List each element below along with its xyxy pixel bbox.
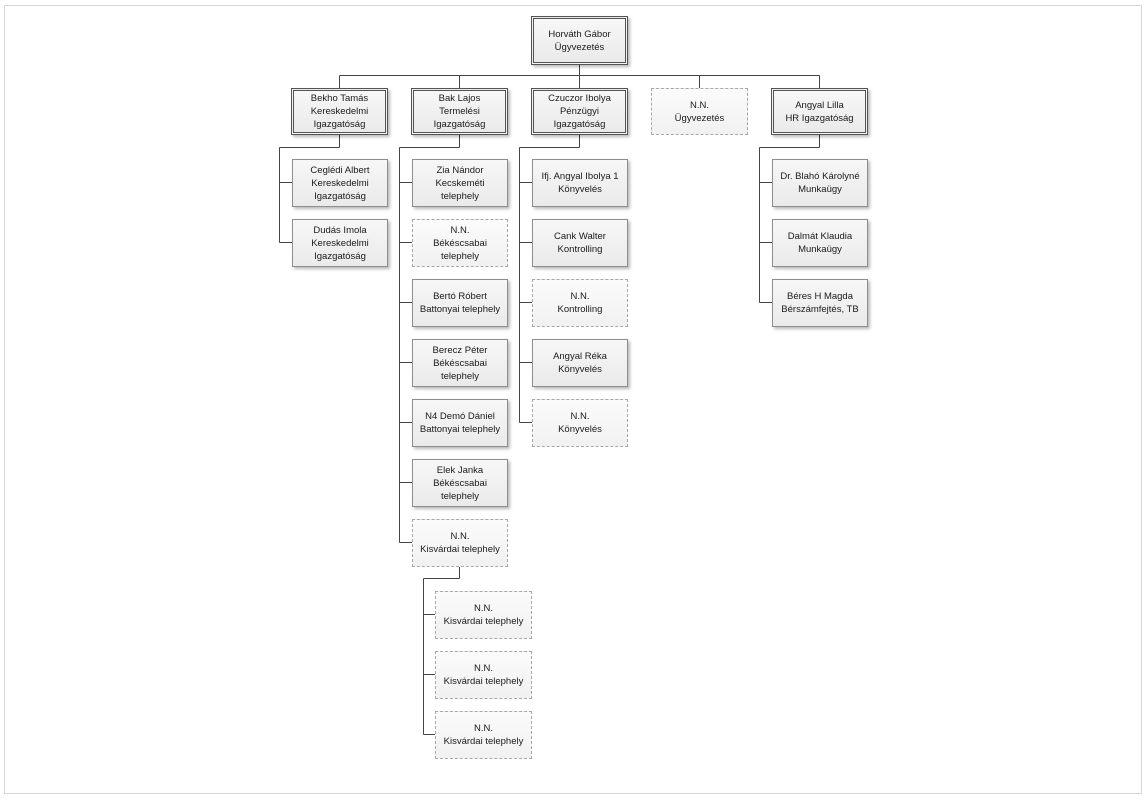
node-unit: Kisvárdai telephely	[443, 676, 524, 687]
node-unit: Kisvárdai telephely	[443, 616, 524, 627]
node-name: N.N.	[570, 411, 590, 422]
node-unit: Igazgatóság	[553, 119, 606, 130]
org-node-root[interactable]: Horváth Gábor Ügyvezetés	[531, 16, 628, 65]
org-node-vacant[interactable]: N.N. Kisvárdai telephely	[435, 591, 532, 639]
node-name: Béres H Magda	[786, 291, 853, 302]
node-name: Horváth Gábor	[548, 28, 611, 40]
node-name: Elek Janka	[436, 464, 484, 476]
node-unit: Békéscsabai	[433, 357, 487, 369]
diagram-frame	[4, 5, 1142, 794]
node-name: Angyal Réka	[553, 351, 607, 362]
org-node-vacant[interactable]: N.N. Kisvárdai telephely	[435, 651, 532, 699]
node-name: N.N.	[474, 603, 493, 614]
org-node[interactable]: Zia Nándor Kecskeméti telephely	[412, 159, 508, 207]
node-name: N.N.	[690, 99, 709, 111]
org-node-vacant[interactable]: N.N. Kisvárdai telephely	[412, 519, 508, 567]
node-unit: Igazgatóság	[433, 119, 486, 130]
org-node-head-5[interactable]: Angyal Lilla HR Igazgatóság	[771, 88, 868, 135]
node-name: Dudás Imola	[313, 224, 367, 236]
org-node[interactable]: Dudás Imola Kereskedelmi Igazgatóság	[292, 219, 388, 267]
node-unit: Battonyai telephely	[419, 424, 501, 435]
node-name: Bertó Róbert	[433, 291, 487, 302]
org-node[interactable]: Ceglédi Albert Kereskedelmi Igazgatóság	[292, 159, 388, 207]
node-unit: Bérszámfejtés, TB	[781, 304, 859, 315]
org-node-head-4[interactable]: N.N. Ügyvezetés	[651, 88, 748, 135]
org-node[interactable]: Ifj. Angyal Ibolya 1 Könyvelés	[532, 159, 628, 207]
node-name: Czuczor Ibolya	[548, 93, 611, 104]
node-unit: Pénzügyi	[559, 106, 600, 117]
node-unit: Könyvelés	[558, 364, 602, 375]
node-name: Zia Nándor	[436, 164, 484, 176]
org-node-head-1[interactable]: Bekho Tamás Kereskedelmi Igazgatóság	[291, 88, 388, 135]
node-unit: Kisvárdai telephely	[420, 544, 500, 555]
node-unit: Kereskedelmi	[311, 177, 369, 189]
org-node[interactable]: Dr. Blahó Károlyné Munkaügy	[772, 159, 868, 207]
node-unit: Könyvelés	[558, 184, 602, 195]
node-unit: Ügyvezetés	[554, 41, 605, 53]
node-name: Cank Walter	[554, 231, 606, 242]
node-unit: Munkaügy	[798, 244, 842, 255]
org-node[interactable]: Dalmát Klaudia Munkaügy	[772, 219, 868, 267]
node-name: N.N.	[570, 291, 590, 302]
node-unit: Igazgatóság	[314, 250, 366, 262]
node-unit: Kisvárdai telephely	[443, 736, 524, 747]
node-name: Bekho Tamás	[310, 93, 369, 104]
node-name: N4 Demó Dániel	[425, 411, 495, 422]
node-name: Dalmát Klaudia	[787, 231, 853, 242]
org-node[interactable]: Angyal Réka Könyvelés	[532, 339, 628, 387]
org-node-vacant[interactable]: N.N. Kisvárdai telephely	[435, 711, 532, 759]
node-unit: Kontrolling	[557, 304, 603, 315]
node-name: Berecz Péter	[432, 344, 488, 356]
node-name: N.N.	[474, 723, 493, 734]
node-unit: Kereskedelmi	[311, 237, 369, 249]
org-node[interactable]: N4 Demó Dániel Battonyai telephely	[412, 399, 508, 447]
node-unit: Békéscsabai	[433, 237, 487, 249]
org-node[interactable]: Elek Janka Békéscsabai telephely	[412, 459, 508, 507]
node-unit: Munkaügy	[798, 184, 842, 195]
org-node[interactable]: Cank Walter Kontrolling	[532, 219, 628, 267]
node-name: Ifj. Angyal Ibolya 1	[541, 171, 619, 182]
node-unit: HR Igazgatóság	[785, 112, 854, 124]
node-unit: Battonyai telephely	[419, 304, 501, 315]
node-unit: Kontrolling	[557, 244, 603, 255]
node-unit: Termelési	[439, 106, 480, 117]
org-node-vacant[interactable]: N.N. Kontrolling	[532, 279, 628, 327]
node-name: Angyal Lilla	[795, 99, 844, 111]
node-unit: Igazgatóság	[313, 119, 366, 130]
node-name: Ceglédi Albert	[310, 164, 370, 176]
node-unit: telephely	[440, 250, 480, 262]
org-node-head-2[interactable]: Bak Lajos Termelési Igazgatóság	[411, 88, 508, 135]
node-unit: Könyvelés	[558, 424, 602, 435]
node-unit: Kereskedelmi	[310, 106, 369, 117]
org-node-head-3[interactable]: Czuczor Ibolya Pénzügyi Igazgatóság	[531, 88, 628, 135]
org-node[interactable]: Béres H Magda Bérszámfejtés, TB	[772, 279, 868, 327]
node-name: N.N.	[474, 663, 493, 674]
node-name: N.N.	[450, 531, 470, 542]
org-node[interactable]: Berecz Péter Békéscsabai telephely	[412, 339, 508, 387]
node-name: N.N.	[450, 224, 470, 236]
node-unit: telephely	[440, 190, 480, 202]
node-unit: Ügyvezetés	[674, 112, 725, 124]
node-unit: Békéscsabai	[433, 477, 487, 489]
node-unit: Igazgatóság	[314, 190, 366, 202]
org-node[interactable]: Bertó Róbert Battonyai telephely	[412, 279, 508, 327]
org-node-vacant[interactable]: N.N. Könyvelés	[532, 399, 628, 447]
node-name: Bak Lajos	[438, 93, 481, 104]
node-unit: Kecskeméti	[435, 177, 485, 189]
node-unit: telephely	[440, 370, 480, 382]
node-name: Dr. Blahó Károlyné	[780, 171, 860, 182]
org-node-vacant[interactable]: N.N. Békéscsabai telephely	[412, 219, 508, 267]
node-unit: telephely	[440, 490, 480, 502]
